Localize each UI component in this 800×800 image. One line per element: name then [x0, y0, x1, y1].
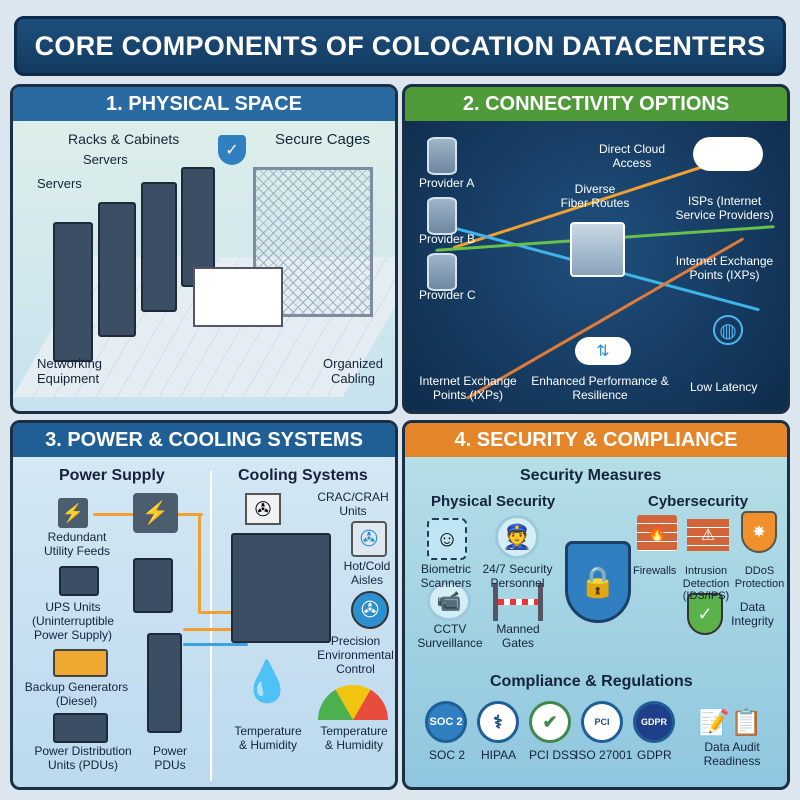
aisles-label: Hot/Cold Aisles	[343, 559, 391, 587]
shield-lock-icon: 🔒	[565, 541, 631, 623]
servers-label: Servers	[37, 176, 82, 191]
ixp-left-label: Internet Exchange Points (IXPs)	[419, 374, 517, 402]
ups-label: UPS Units (Uninterruptible Power Supply)	[31, 600, 115, 642]
connectivity-header: 2. CONNECTIVITY OPTIONS	[405, 87, 787, 121]
shield-check-icon: ✓	[218, 135, 246, 165]
utility-power-icon: ⚡	[58, 498, 88, 528]
cctv-camera-icon: 📹	[427, 581, 471, 621]
utility-label: Redundant Utility Feeds	[43, 530, 111, 558]
compliance-title: Compliance & Regulations	[490, 673, 693, 690]
performance-label: Enhanced Performance & Resilience	[531, 374, 669, 402]
ups-server-icon	[133, 558, 173, 613]
gauge-icon	[318, 685, 388, 720]
provider-c-label: Provider C	[419, 288, 476, 302]
soc2-label: SOC 2	[429, 748, 466, 762]
firewalls-label: Firewalls	[633, 565, 677, 577]
water-drop-icon: 💧	[242, 659, 292, 704]
server-racks-icon	[231, 533, 331, 643]
gates-label: Manned Gates	[496, 622, 540, 650]
hipaa-badge-icon: ⚕	[477, 701, 519, 743]
page-title: CORE COMPONENTS OF COLOCATION DATACENTER…	[14, 16, 786, 76]
server-rack-icon	[98, 202, 136, 337]
firewall-icon: 🔥	[637, 515, 677, 551]
workstation-icon	[193, 267, 283, 327]
connectivity-panel: 2. CONNECTIVITY OPTIONS ⇅ ◍ Direct Cloud…	[402, 84, 790, 414]
provider-c-database-icon	[427, 253, 457, 291]
direct-cloud-label: Direct Cloud Access	[598, 142, 666, 170]
power-supply-title: Power Supply	[59, 467, 165, 484]
temp-label: Temperature & Humidity	[320, 724, 388, 752]
temp-label: Temperature & Humidity	[234, 724, 302, 752]
gate-barrier-icon	[493, 583, 543, 621]
security-panel: 4. SECURITY & COMPLIANCE Security Measur…	[402, 420, 790, 790]
intrusion-detection-icon: ⚠	[687, 519, 729, 551]
generator-truck-icon	[53, 649, 108, 677]
isps-label: ISPs (Internet Service Providers)	[675, 194, 774, 222]
gdpr-label: GDPR	[637, 748, 672, 762]
provider-a-database-icon	[427, 137, 457, 175]
latency-label: Low Latency	[690, 380, 758, 394]
hipaa-label: HIPAA	[481, 748, 517, 762]
crac-label: CRAC/CRAH Units	[317, 490, 389, 518]
physical-security-title: Physical Security	[431, 493, 556, 510]
servers-label: Servers	[83, 152, 128, 167]
fan-icon: ✇	[351, 521, 387, 557]
security-header: 4. SECURITY & COMPLIANCE	[405, 423, 787, 457]
server-rack-icon	[141, 182, 177, 312]
ddos-shield-icon: ✸	[741, 511, 777, 553]
globe-icon: ◍	[713, 315, 743, 345]
cloud-icon	[693, 137, 763, 171]
cabling-label: Organized Cabling	[323, 356, 383, 386]
cooling-title: Cooling Systems	[238, 467, 368, 484]
integrity-label: Data Integrity	[731, 600, 774, 628]
ddos-label: DDoS Protection	[734, 565, 785, 590]
physical-space-header: 1. PHYSICAL SPACE	[13, 87, 395, 121]
power-box-icon: ⚡	[133, 493, 178, 533]
cybersecurity-title: Cybersecurity	[648, 493, 749, 510]
power-pdus-label: Power PDUs	[152, 744, 187, 772]
pci-label: PCI DSS	[529, 748, 578, 762]
ups-unit-icon	[59, 566, 99, 596]
precision-label: Precision Environmental Control	[317, 634, 394, 676]
network-hub-icon	[570, 222, 625, 277]
racks-label: Racks & Cabinets	[68, 131, 180, 147]
power-cooling-header: 3. POWER & COOLING SYSTEMS	[13, 423, 395, 457]
pdu-unit-icon	[53, 713, 108, 743]
iso-label: ISO 27001	[575, 748, 633, 762]
ids-label: Intrusion Detection (IDS/IPS)	[682, 565, 730, 603]
generators-label: Backup Generators (Diesel)	[24, 680, 129, 708]
pci-badge-icon: ✔	[529, 701, 571, 743]
server-rack-icon	[53, 222, 93, 362]
power-pdu-strip-icon	[147, 633, 182, 733]
provider-a-label: Provider A	[419, 176, 475, 190]
biometric-label: Biometric Scanners	[420, 562, 472, 590]
fan-icon: ✇	[351, 591, 389, 629]
provider-b-database-icon	[427, 197, 457, 235]
gdpr-badge-icon: GDPR	[633, 701, 675, 743]
networking-label: Networking Equipment	[37, 356, 103, 386]
iso-badge-icon: PCI	[581, 701, 623, 743]
crac-fan-icon: ✇	[245, 493, 281, 525]
data-integrity-shield-icon: ✓	[687, 593, 723, 635]
pdu-label: Power Distribution Units (PDUs)	[34, 744, 132, 772]
audit-label: Data Audit Readiness	[703, 740, 761, 768]
fiber-label: Diverse Fiber Routes	[560, 182, 630, 210]
cages-label: Secure Cages	[275, 131, 371, 148]
biometric-scanner-icon: ☺	[427, 518, 467, 560]
cctv-label: CCTV Surveillance	[417, 622, 483, 650]
physical-space-panel: 1. PHYSICAL SPACE ✓ Racks & Cabinets Ser…	[10, 84, 398, 414]
provider-b-label: Provider B	[419, 232, 476, 246]
power-cooling-panel: 3. POWER & COOLING SYSTEMS Power Supply …	[10, 420, 398, 790]
personnel-label: 24/7 Security Personnel	[482, 562, 553, 590]
audit-clipboard-icon: 📝📋	[697, 706, 763, 737]
ixp-right-label: Internet Exchange Points (IXPs)	[675, 254, 774, 282]
soc2-badge-icon: SOC 2	[425, 701, 467, 743]
cloud-updown-icon: ⇅	[575, 337, 631, 365]
security-measures-title: Security Measures	[520, 467, 662, 484]
security-guard-icon: 👮	[495, 515, 539, 559]
